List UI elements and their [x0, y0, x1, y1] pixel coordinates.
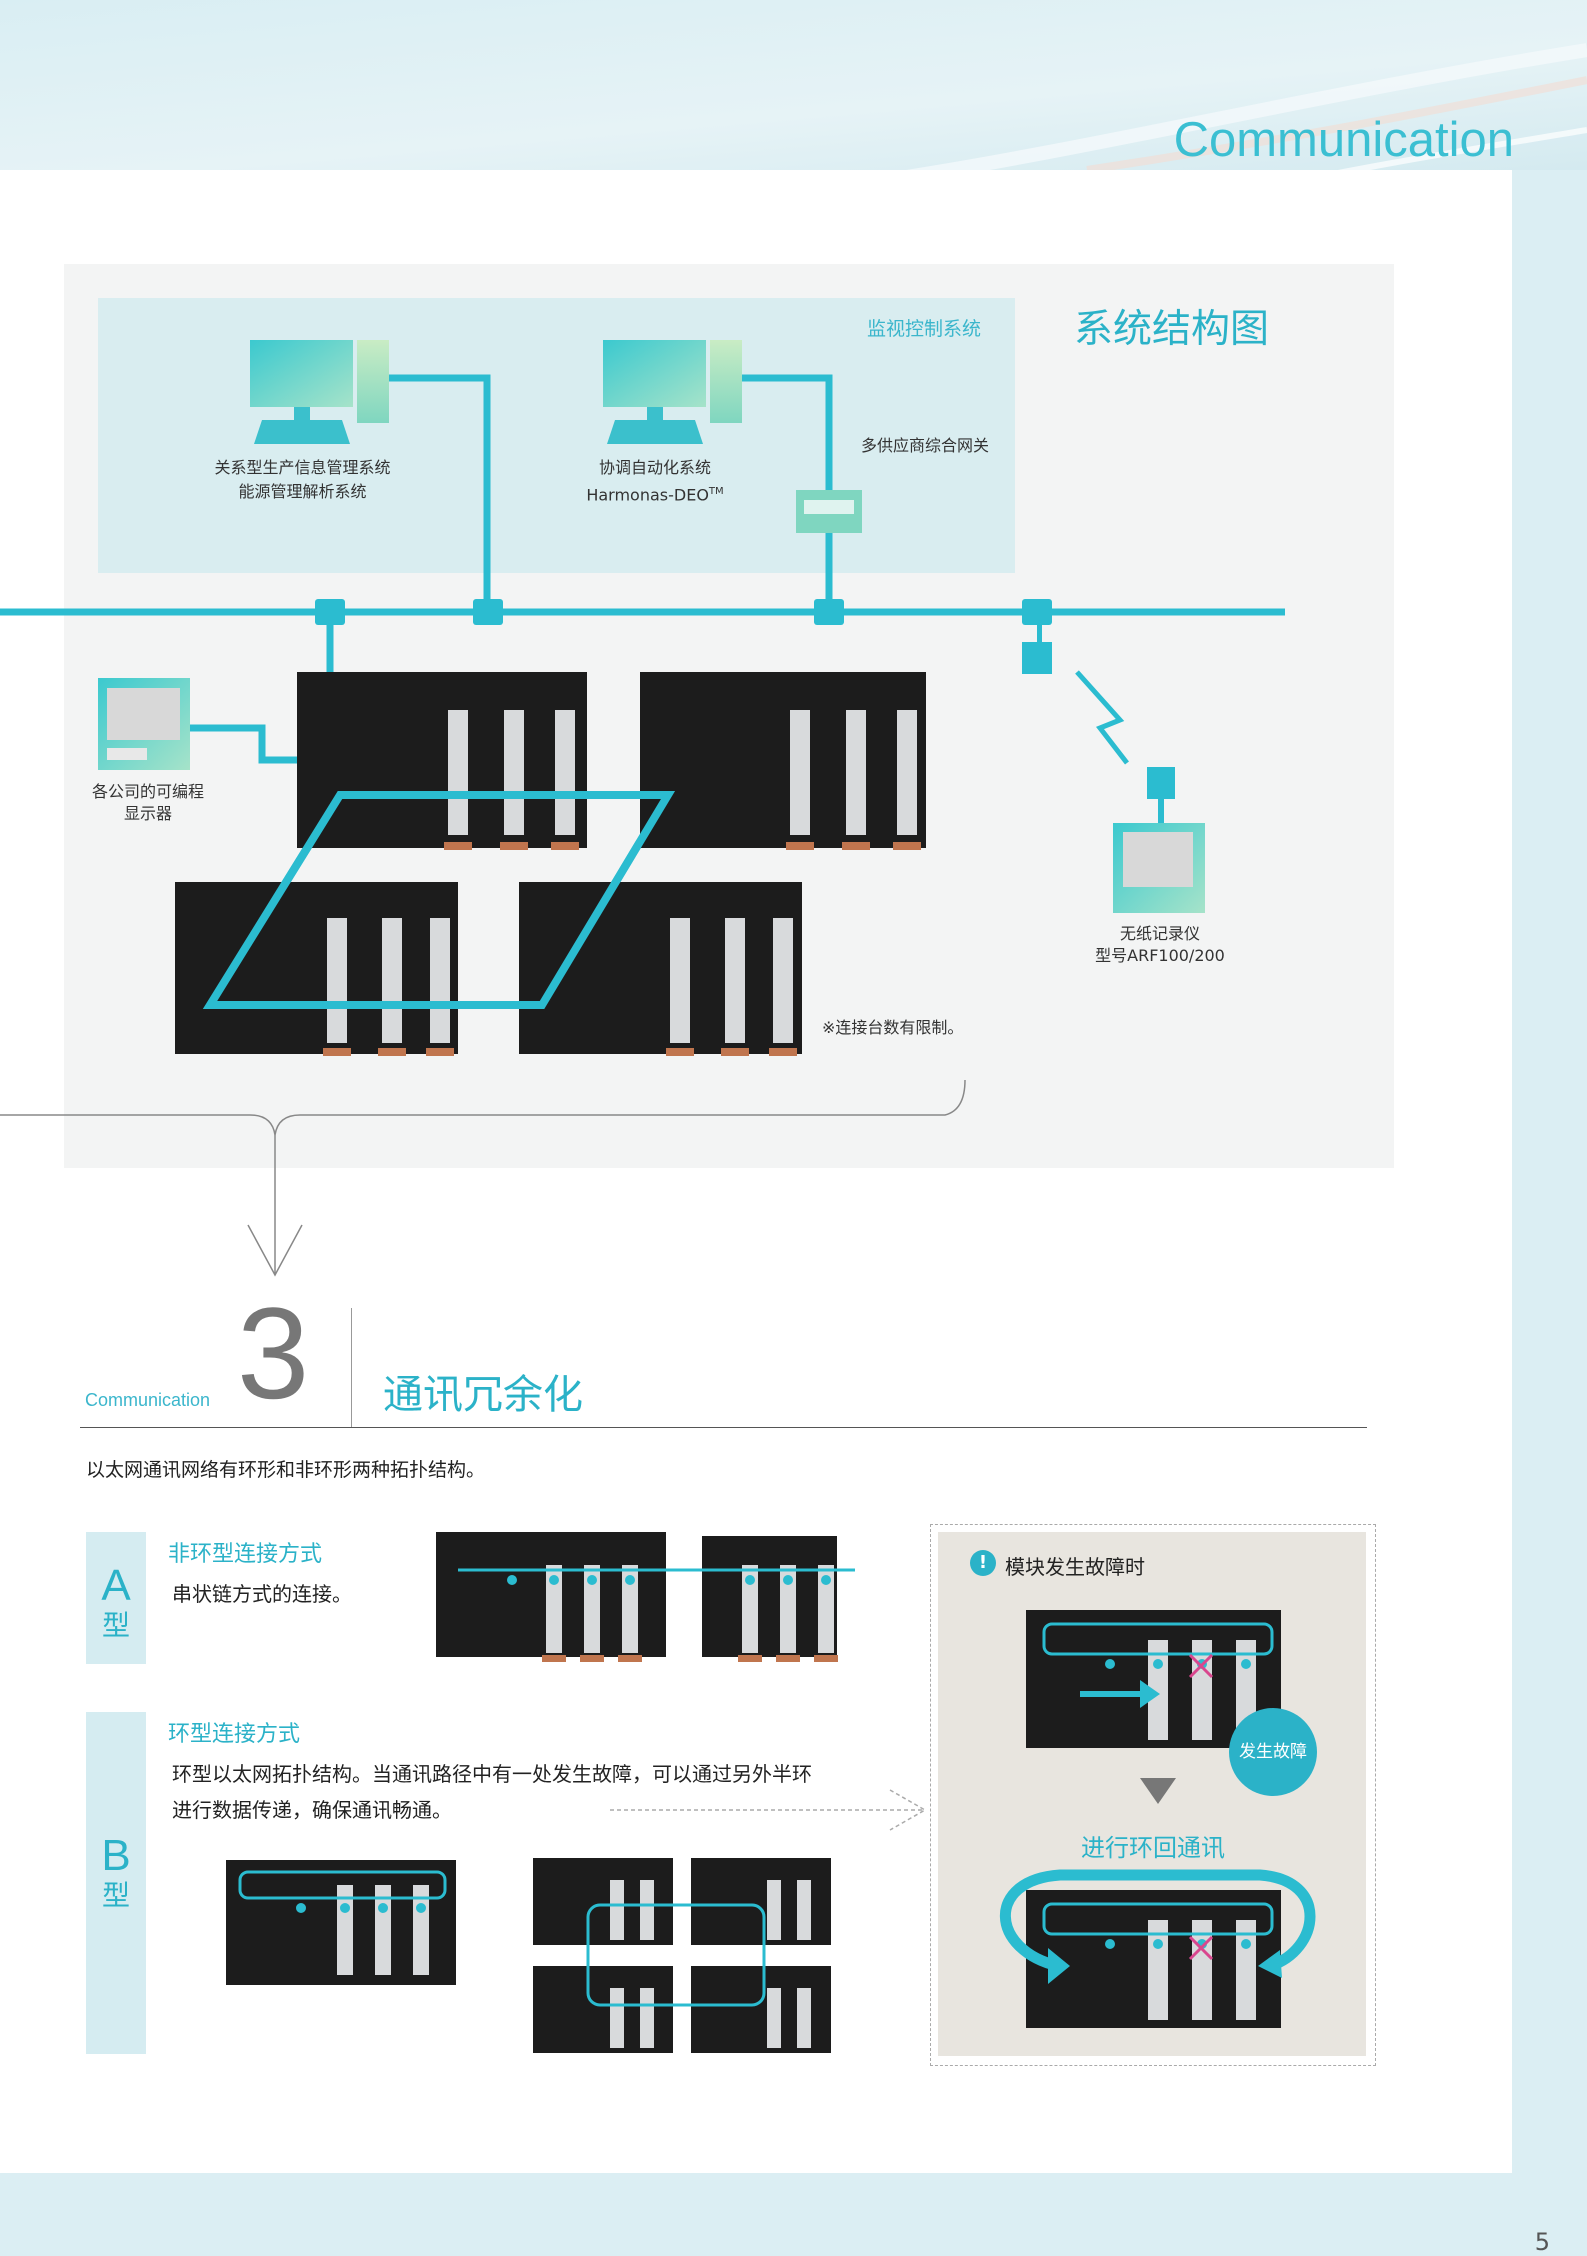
network-hubs: [315, 599, 1052, 674]
hmi-display-icon: [98, 678, 190, 770]
plc-unit-2: [640, 672, 926, 848]
section-divider-horizontal: [80, 1427, 1367, 1428]
hmi-label-line2: 显示器: [123, 804, 172, 823]
type-a-text: 串状链方式的连接。: [172, 1582, 352, 1606]
section-number: 3: [237, 1280, 310, 1426]
alert-icon: !: [970, 1550, 996, 1576]
recorder-label-line2: 型号ARF100/200: [1095, 946, 1225, 965]
plc-unit-3: [175, 882, 458, 1054]
type-a-heading: 非环型连接方式: [168, 1542, 323, 1567]
section-intro: 以太网通讯网络有环形和非环形两种拓扑结构。: [86, 1459, 486, 1481]
type-b-diagram: [238, 1789, 927, 2048]
type-b-text-line1: 环型以太网拓扑结构。当通讯路径中有一处发生故障，可以通过另外半环: [172, 1762, 812, 1786]
gateway-label: 多供应商综合网关: [860, 436, 989, 455]
down-arrow: [247, 1224, 303, 1277]
panel-notch: [0, 264, 64, 479]
plc-unit-1: [297, 672, 587, 848]
plc-details: [202, 710, 921, 1056]
fault-badge: 发生故障: [1229, 1708, 1317, 1796]
type-b-heading: 环型连接方式: [168, 1722, 301, 1747]
section-title: 通讯冗余化: [383, 1372, 583, 1418]
paperless-recorder-icon: [1113, 767, 1205, 913]
system-diagram: [0, 340, 1285, 1277]
bracket-line: [0, 1079, 966, 1136]
footer-band: [0, 2173, 1587, 2245]
fault-panel-title: 模块发生故障时: [1005, 1555, 1145, 1579]
monitor-system-label: 监视控制系统: [867, 318, 982, 340]
page-number: 5: [1534, 2228, 1550, 2256]
wireless-icon: [1075, 670, 1129, 765]
header-background: [0, 0, 1587, 170]
pc2-label-line2: Harmonas-DEOTM: [586, 485, 724, 505]
right-margin-band: [1512, 170, 1587, 2173]
pc1-label-line1: 关系型生产信息管理系统: [214, 458, 391, 477]
section-divider-vertical: [351, 1308, 352, 1428]
type-a-plc-2: [702, 1536, 837, 1657]
recorder-label-line1: 无纸记录仪: [1119, 924, 1200, 943]
section-small-label: Communication: [85, 1390, 211, 1410]
pc1-label-line2: 能源管理解析系统: [238, 482, 367, 501]
note-connection-limit: ※连接台数有限制。: [822, 1018, 964, 1037]
fault-diagram: [1000, 1622, 1316, 2020]
type-b-tag: B 型: [86, 1712, 146, 2054]
type-a-letter: A: [101, 1561, 131, 1610]
loop-communication-title: 进行环回通讯: [1081, 1834, 1225, 1862]
page-header-title: Communication: [1173, 113, 1514, 167]
type-a-tag: A 型: [86, 1532, 146, 1664]
gateway-icon: [796, 490, 862, 533]
pc2-label-line1: 协调自动化系统: [598, 458, 711, 477]
pc-icon-2: [603, 340, 742, 444]
type-b-letter: B: [101, 1831, 131, 1880]
hmi-label-line1: 各公司的可编程: [91, 782, 204, 801]
type-a-suffix: 型: [101, 1609, 130, 1642]
type-b-suffix: 型: [101, 1879, 130, 1912]
diagram-title: 系统结构图: [1074, 307, 1270, 352]
type-a-diagram: [458, 1565, 855, 1662]
pc-icon-1: [250, 340, 389, 444]
type-b-text-line2: 进行数据传递，确保通讯畅通。: [172, 1798, 452, 1822]
